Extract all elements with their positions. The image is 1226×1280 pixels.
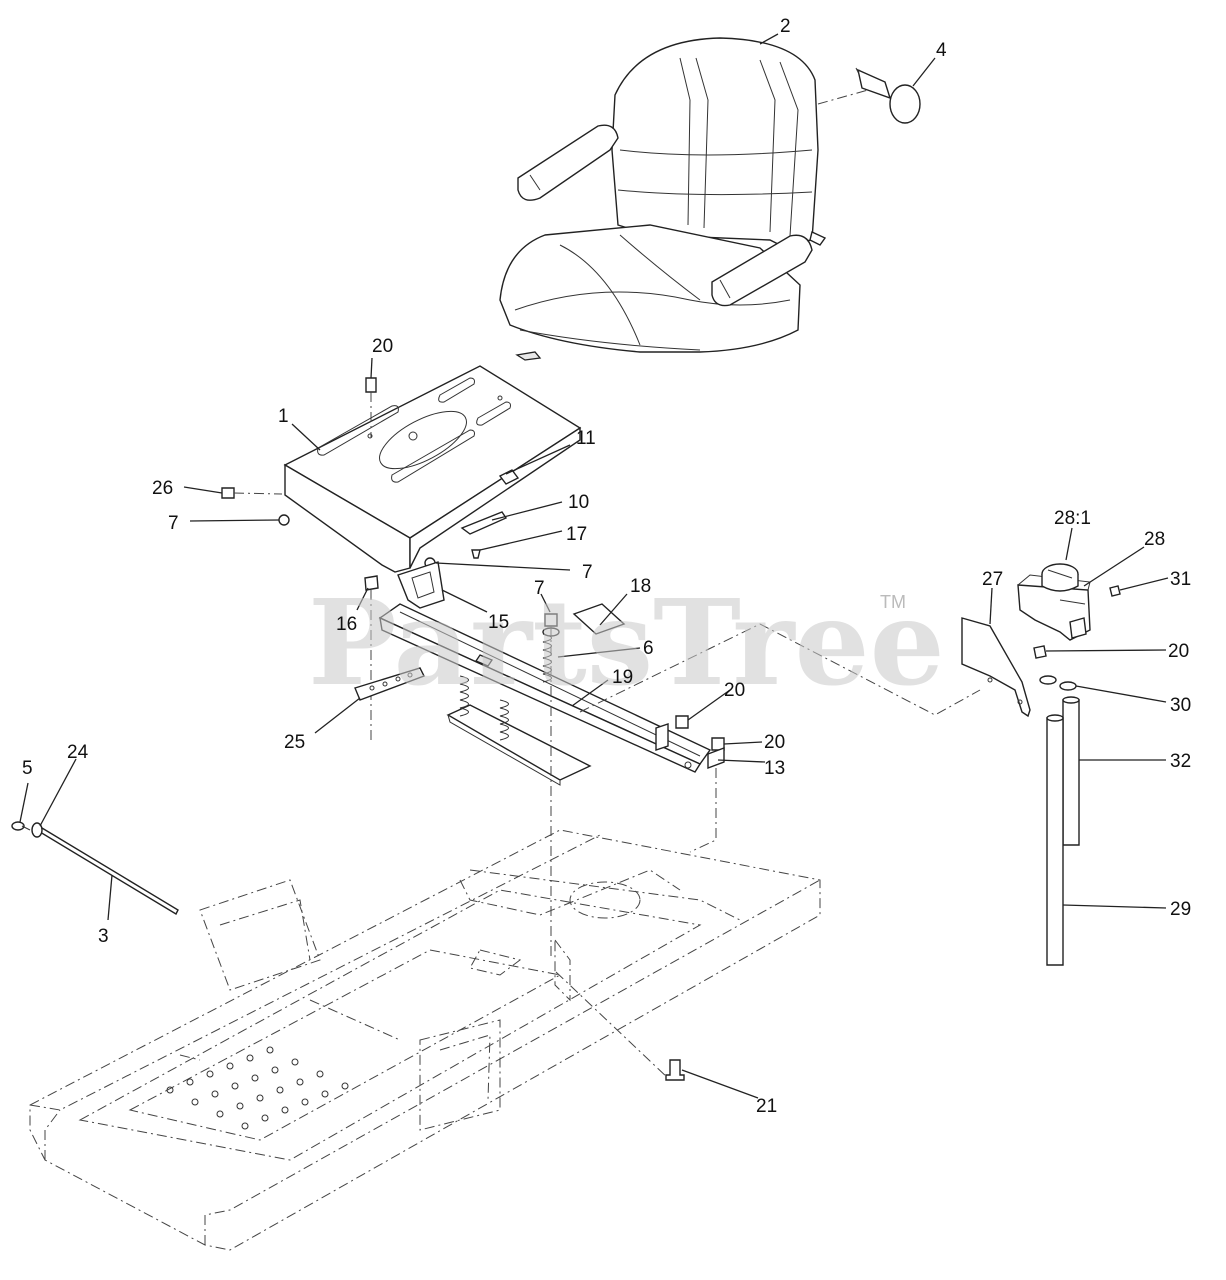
callout-29[interactable]: 29 bbox=[1170, 899, 1191, 920]
callout-20[interactable]: 20 bbox=[1168, 641, 1189, 662]
fastener-20-top[interactable] bbox=[365, 377, 377, 438]
callout-17[interactable]: 17 bbox=[566, 524, 587, 545]
callout-7[interactable]: 7 bbox=[534, 578, 545, 599]
callout-7[interactable]: 7 bbox=[168, 513, 179, 534]
reservoir-tank-28[interactable] bbox=[1017, 574, 1091, 641]
leader-lines bbox=[19, 33, 1169, 1099]
chassis-frame bbox=[29, 829, 821, 1251]
suspension-base[interactable] bbox=[446, 704, 592, 786]
callout-26[interactable]: 26 bbox=[152, 478, 173, 499]
callout-27[interactable]: 27 bbox=[982, 569, 1003, 590]
callout-18[interactable]: 18 bbox=[630, 576, 651, 597]
reservoir-cap-28-1[interactable] bbox=[1041, 563, 1079, 592]
callout-28[interactable]: 28 bbox=[1144, 529, 1165, 550]
callout-6[interactable]: 6 bbox=[643, 638, 654, 659]
svg-text:TM: TM bbox=[880, 592, 906, 612]
adjuster-plate-25[interactable] bbox=[354, 667, 425, 701]
callout-19[interactable]: 19 bbox=[612, 667, 633, 688]
callout-20[interactable]: 20 bbox=[372, 336, 393, 357]
screw-16[interactable] bbox=[364, 575, 379, 740]
callout-13[interactable]: 13 bbox=[764, 758, 785, 779]
callout-20[interactable]: 20 bbox=[764, 732, 785, 753]
hinge-bracket-15[interactable] bbox=[397, 561, 445, 609]
washer-24[interactable] bbox=[31, 822, 43, 838]
seat[interactable] bbox=[499, 37, 827, 361]
callout-1[interactable]: 1 bbox=[278, 406, 289, 427]
latch-11[interactable] bbox=[498, 469, 520, 485]
nut-7-spring[interactable] bbox=[544, 613, 558, 627]
screw-17[interactable] bbox=[471, 549, 481, 559]
callout-24[interactable]: 24 bbox=[67, 742, 89, 763]
callout-5[interactable]: 5 bbox=[22, 758, 33, 779]
svg-text:PartsTree: PartsTree bbox=[308, 573, 945, 712]
screw-31[interactable] bbox=[1109, 585, 1121, 597]
callout-25[interactable]: 25 bbox=[284, 732, 305, 753]
bolt-21[interactable] bbox=[665, 1059, 685, 1081]
bolt-20-mid[interactable] bbox=[675, 715, 689, 729]
callout-21[interactable]: 21 bbox=[756, 1096, 777, 1117]
callout-11[interactable]: 11 bbox=[576, 428, 596, 449]
callout-2[interactable]: 2 bbox=[780, 16, 791, 37]
callout-28-1[interactable]: 28:1 bbox=[1054, 508, 1091, 529]
callout-10[interactable]: 10 bbox=[568, 492, 589, 513]
spacer-18[interactable] bbox=[572, 603, 626, 635]
floor-pan-holes bbox=[166, 1046, 349, 1130]
bracket-13[interactable] bbox=[655, 723, 725, 853]
seat-knob[interactable] bbox=[817, 67, 921, 124]
cotter-pin-5[interactable] bbox=[11, 821, 31, 831]
callout-32[interactable]: 32 bbox=[1170, 751, 1191, 772]
bracket-10[interactable] bbox=[460, 511, 508, 535]
callout-labels: 2 4 20 1 26 11 10 7 17 7 7 18 16 15 6 19… bbox=[22, 16, 1191, 1117]
hose-clamps-30[interactable] bbox=[1039, 675, 1077, 691]
callout-4[interactable]: 4 bbox=[936, 40, 947, 61]
callout-16[interactable]: 16 bbox=[336, 614, 357, 635]
watermark: PartsTree TM bbox=[308, 573, 945, 712]
callout-30[interactable]: 30 bbox=[1170, 695, 1191, 716]
screw-20-reservoir[interactable] bbox=[1033, 645, 1047, 659]
hose-32[interactable] bbox=[1062, 696, 1080, 846]
seat-rail-19[interactable] bbox=[378, 603, 712, 773]
callout-3[interactable]: 3 bbox=[98, 926, 109, 947]
callout-20[interactable]: 20 bbox=[724, 680, 745, 701]
fastener-26[interactable] bbox=[221, 487, 283, 499]
callout-31[interactable]: 31 bbox=[1170, 569, 1191, 590]
seat-plate[interactable] bbox=[283, 365, 582, 573]
nut-7-left[interactable] bbox=[278, 514, 290, 526]
callout-7[interactable]: 7 bbox=[582, 562, 593, 583]
mounting-bracket-27[interactable] bbox=[961, 617, 1031, 718]
callout-15[interactable]: 15 bbox=[488, 612, 509, 633]
hose-29[interactable] bbox=[1046, 714, 1064, 966]
rod-3[interactable] bbox=[39, 827, 179, 915]
